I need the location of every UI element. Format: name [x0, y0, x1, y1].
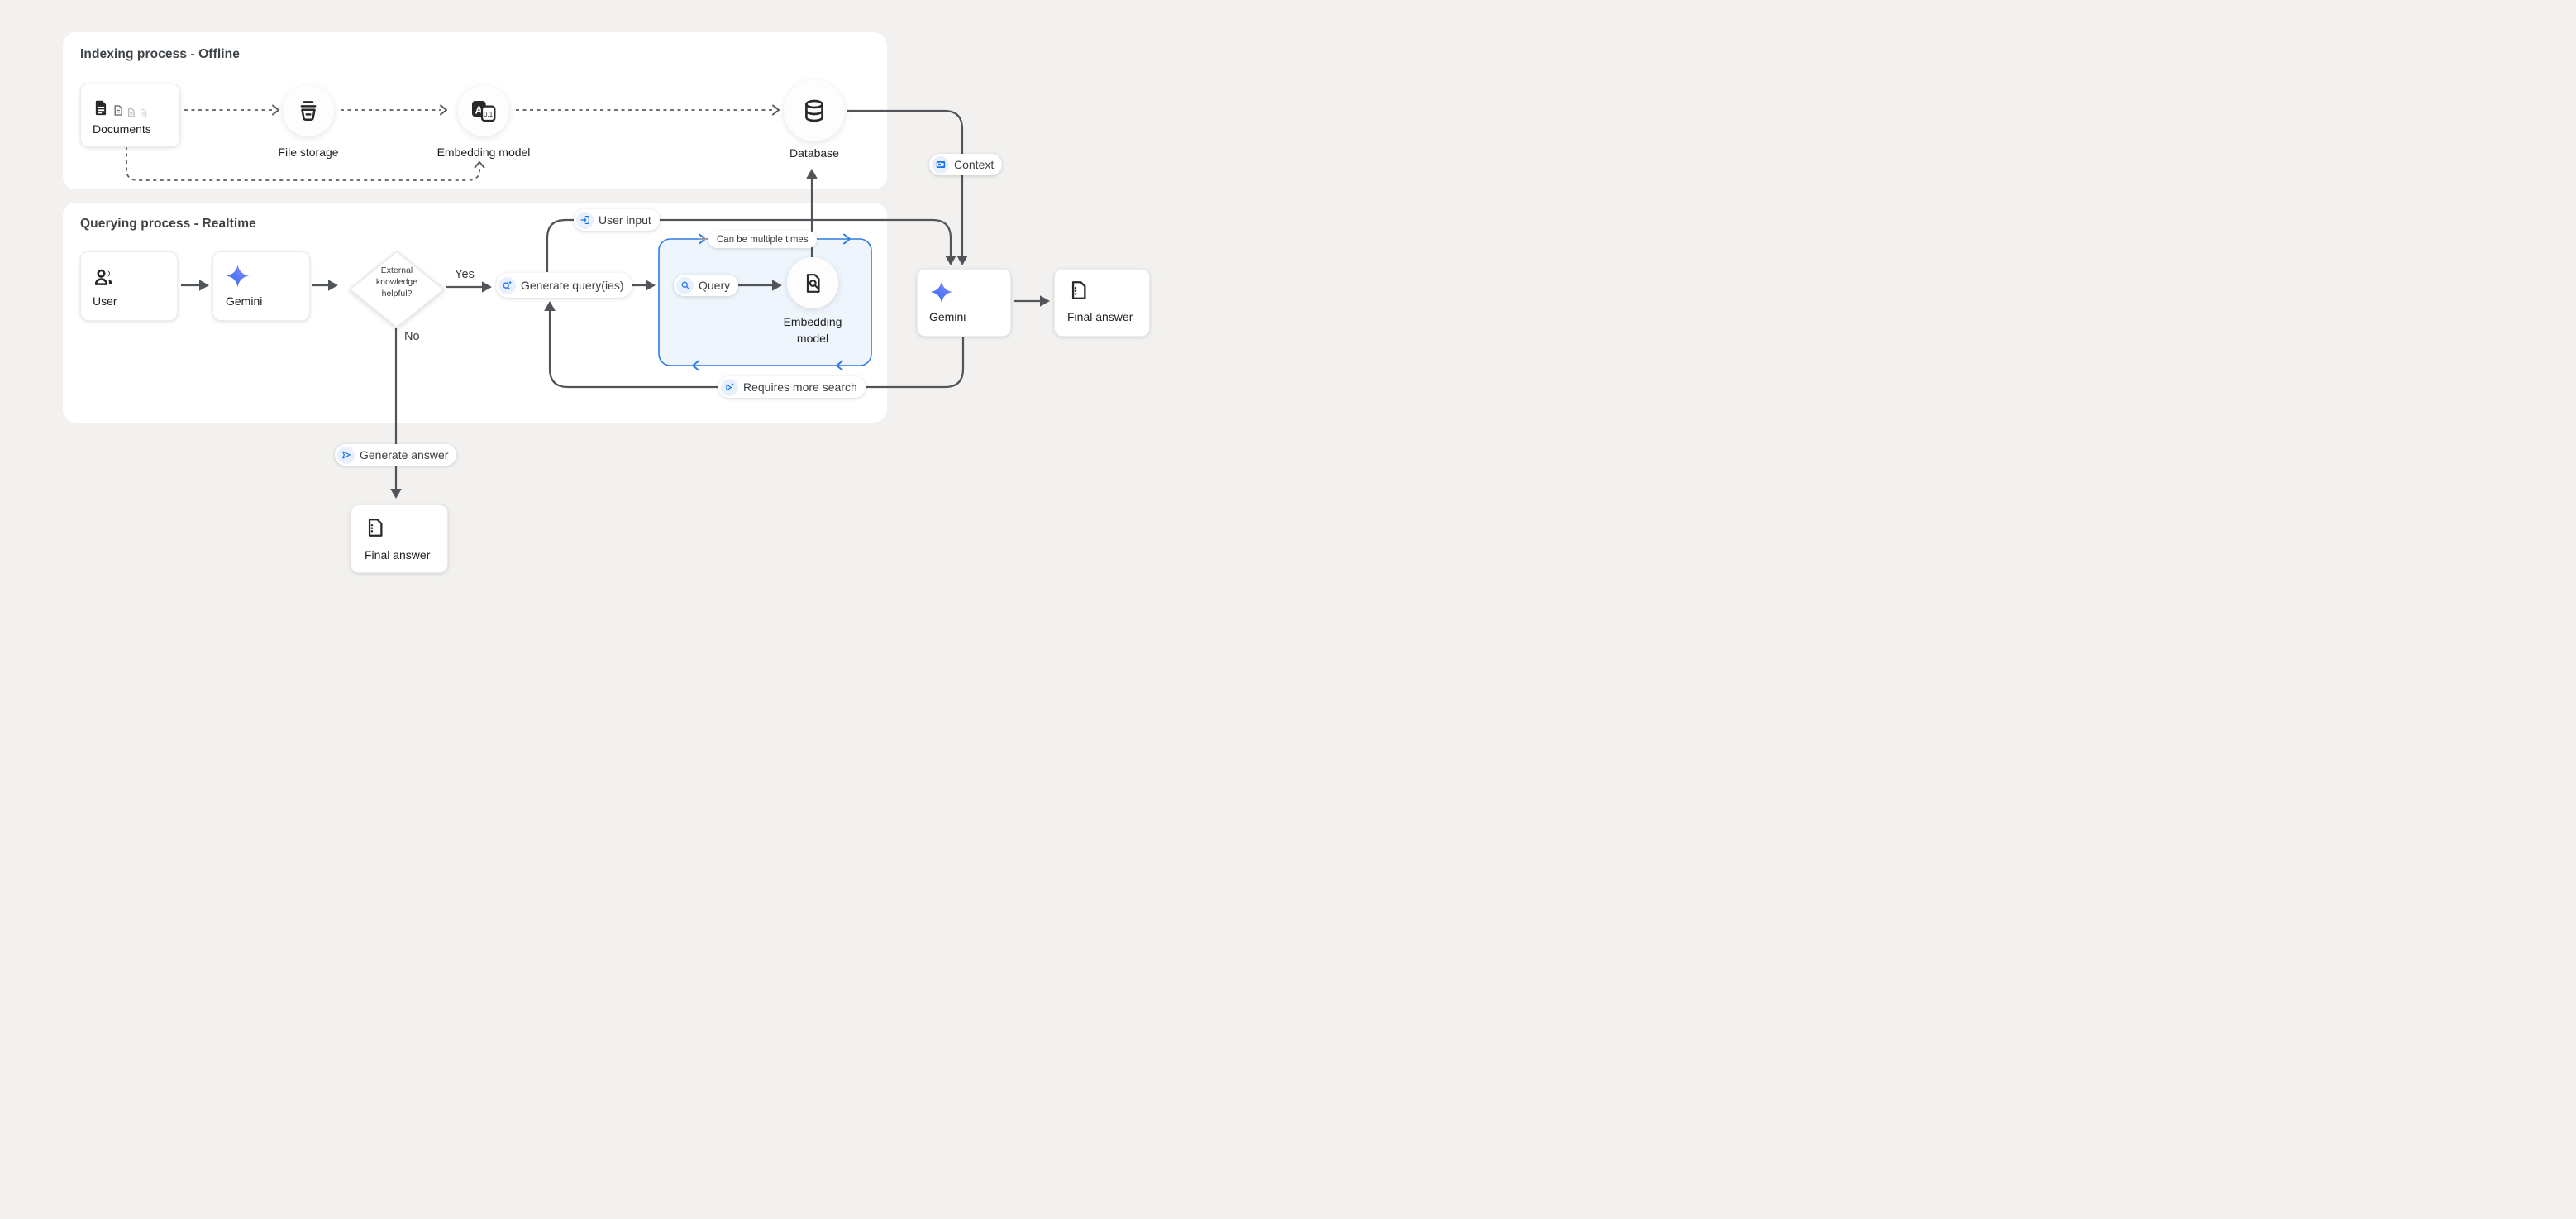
file-storage-node [283, 85, 334, 136]
query-embedding-model-node [787, 257, 838, 308]
arrowhead [390, 489, 402, 499]
yes-label: Yes [455, 268, 475, 281]
final-answer-right-node: Final answer [1054, 269, 1150, 337]
answer-document-icon [368, 519, 383, 537]
translate-embedding-icon: A 0,1 [472, 101, 496, 122]
database-icon [805, 99, 823, 122]
generate-queries-badge: Generate query(ies) [496, 273, 632, 298]
search-icon-glyph [681, 281, 689, 289]
arrowhead [956, 256, 968, 265]
document-search-icon [806, 273, 820, 293]
article-icon [932, 155, 949, 174]
node-label: User [93, 294, 117, 308]
article-icon-glyph [936, 161, 945, 168]
node-label: Database [789, 146, 839, 160]
database-node [784, 80, 845, 141]
document-icon [140, 108, 146, 117]
badge-label: Generate answer [360, 448, 449, 461]
documents-stack-icon [93, 97, 148, 118]
context-badge: Context [929, 154, 1003, 175]
badge-label: Context [954, 158, 995, 171]
icon-digits: 0,1 [484, 111, 494, 118]
can-be-multiple-times-label: Can be multiple times [708, 231, 817, 248]
indexing-section-title: Indexing process - Offline [80, 47, 240, 61]
node-label: model [796, 332, 829, 345]
answer-document-icon [1071, 281, 1086, 299]
input-arrow-icon [576, 211, 594, 229]
badge-label: Query [699, 279, 731, 292]
node-label: Gemini [929, 310, 966, 323]
node-label: File storage [278, 146, 339, 159]
search-icon [676, 276, 694, 294]
final-answer-bottom-node: Final answer [351, 504, 448, 573]
gemini-final-node: Gemini [917, 269, 1011, 337]
document-icon [128, 108, 135, 117]
document-icon [114, 105, 122, 116]
send-icon [337, 446, 355, 464]
badge-label: Generate query(ies) [521, 279, 624, 292]
user-node: User [80, 251, 178, 321]
badge-label: User input [599, 213, 651, 227]
requires-more-search-badge: Requires more search [718, 376, 866, 398]
node-label: Embedding model [436, 146, 531, 159]
storage-bucket-icon [300, 101, 317, 121]
query-badge: Query [674, 275, 739, 296]
gemini-star-icon [226, 264, 250, 288]
input-arrow-icon-glyph [580, 216, 589, 224]
gemini-node: Gemini [212, 251, 310, 321]
embedding-model-node: A 0,1 [458, 85, 509, 136]
send-icon-glyph [341, 451, 351, 459]
decision-line: External [380, 265, 413, 275]
arrowhead [1040, 295, 1050, 307]
search-spark-icon-glyph [503, 280, 513, 289]
badge-label: Requires more search [743, 380, 857, 394]
search-spark-icon [499, 276, 516, 294]
node-label: Embedding [783, 315, 842, 328]
node-label: Gemini [226, 294, 263, 308]
decision-text: External knowledge helpful? [355, 265, 438, 299]
user-input-badge: User input [574, 209, 660, 231]
node-label: Final answer [1067, 310, 1133, 323]
document-icon [95, 100, 107, 116]
generate-answer-badge: Generate answer [335, 444, 457, 466]
decision-line: helpful? [381, 289, 413, 299]
node-label: Documents [93, 122, 151, 136]
decision-line: knowledge [375, 277, 418, 287]
rag-architecture-diagram: Indexing process - Offline Querying proc… [0, 0, 1288, 610]
play-spark-icon-glyph [726, 382, 734, 390]
icon-letter: A [475, 104, 483, 117]
play-spark-icon [721, 378, 738, 396]
documents-node: Documents [80, 84, 180, 147]
gemini-star-icon [930, 280, 953, 304]
node-label: Final answer [365, 548, 431, 562]
arrowhead [945, 256, 956, 265]
querying-section-title: Querying process - Realtime [80, 217, 256, 231]
users-icon [94, 269, 112, 285]
no-label: No [404, 330, 420, 343]
